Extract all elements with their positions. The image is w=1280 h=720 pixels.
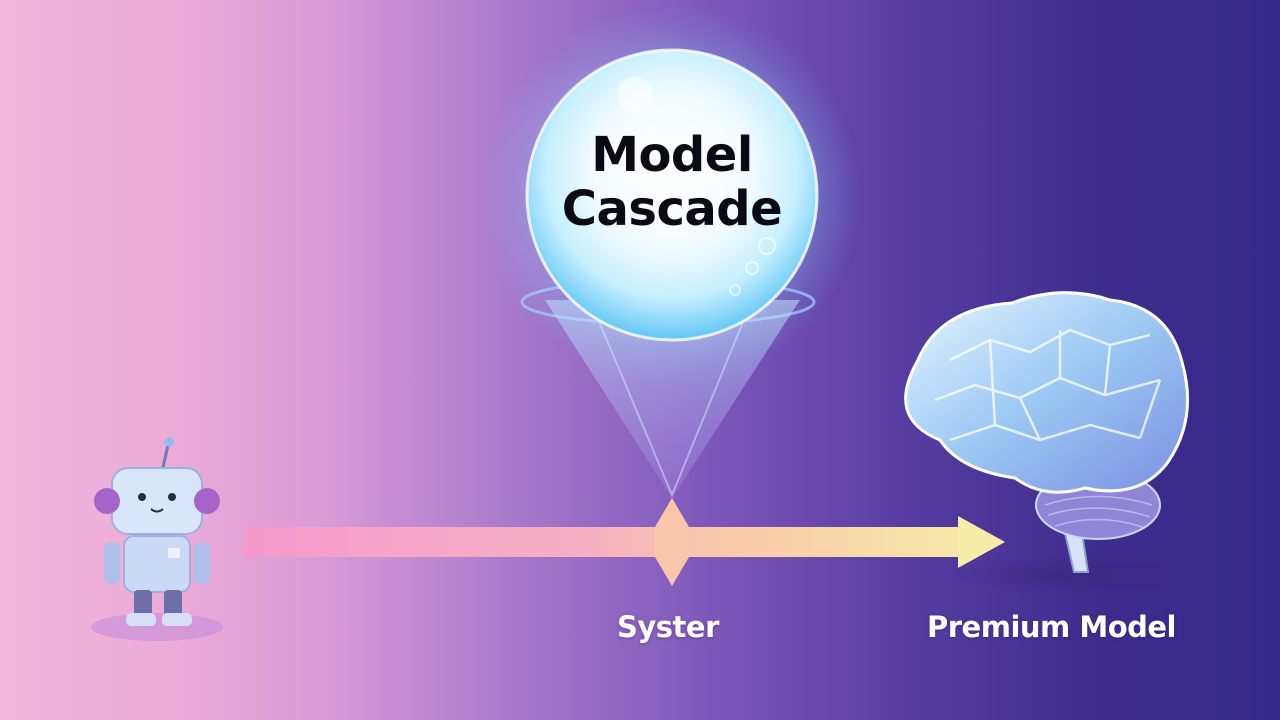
flow-arrow [243,498,1005,586]
brain-body [904,291,1190,494]
sphere [525,48,819,342]
junction-node [655,498,689,586]
title-line-1: Model [591,127,753,183]
system-label: Syster [617,610,719,644]
robot-icon [91,437,223,641]
router-sphere-group [482,5,862,498]
brain-icon [904,291,1190,595]
premium-model-label: Premium Model [927,610,1177,644]
title-line-2: Cascade [561,181,783,237]
arrow-shaft [243,527,965,557]
arrow-head [958,516,1005,568]
page-title: Model Cascade [540,128,804,236]
funnel-cone [545,300,800,498]
